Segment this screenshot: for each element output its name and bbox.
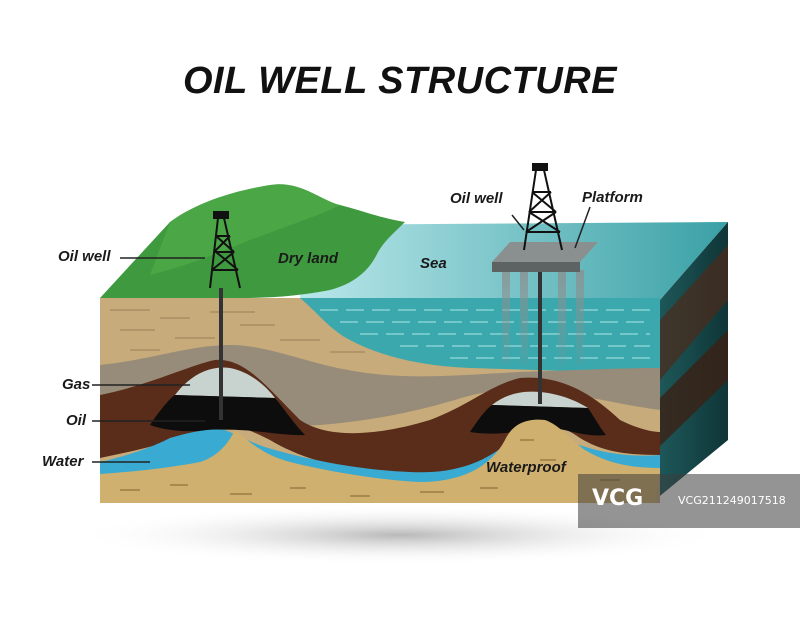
- right-side-strata-2: [656, 330, 728, 450]
- label-sea: Sea: [420, 255, 447, 272]
- watermark-logo: VCG: [592, 486, 644, 511]
- label-oil-well-right: Oil well: [450, 190, 503, 207]
- hill-highlight: [150, 184, 340, 275]
- label-waterproof: Waterproof: [486, 459, 566, 476]
- ground-shadow: [70, 505, 730, 565]
- label-dry-land: Dry land: [278, 250, 339, 267]
- left-derrick: [209, 211, 241, 289]
- platform-legs: [502, 270, 584, 365]
- sea-water: [300, 298, 660, 375]
- left-well-pipe: [219, 288, 223, 420]
- watermark-id: VCG211249017518: [678, 494, 786, 507]
- gas-pocket-left: [175, 367, 275, 398]
- platform-deck: [492, 242, 598, 262]
- label-oil: Oil: [66, 412, 87, 429]
- dry-land-area: [100, 184, 405, 298]
- diagram-title: OIL WELL STRUCTURE: [182, 60, 618, 102]
- label-platform: Platform: [582, 189, 643, 206]
- sand-texture: [110, 309, 365, 353]
- label-water: Water: [42, 453, 84, 470]
- oil-pocket-left: [150, 395, 305, 436]
- pointer-lines: [92, 206, 591, 463]
- right-side-strata: [660, 245, 728, 380]
- label-oil-well-left: Oil well: [58, 248, 111, 265]
- grey-stratum: [100, 345, 660, 426]
- watermark: VCG VCG211249017518: [578, 474, 800, 528]
- label-gas: Gas: [62, 376, 91, 393]
- right-derrick: [523, 163, 563, 251]
- platform-deck-front: [492, 262, 580, 272]
- right-well-pipe: [538, 272, 542, 404]
